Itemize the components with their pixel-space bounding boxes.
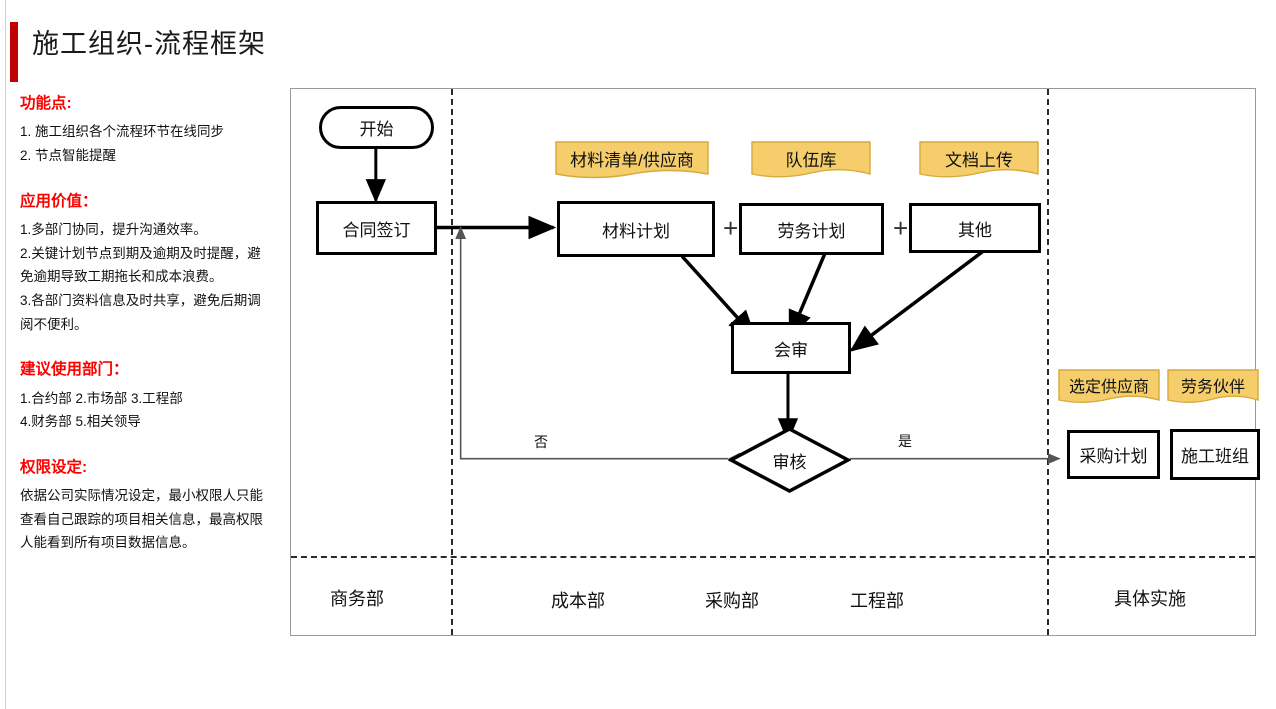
sticky-note-doc-upload[interactable]: 文档上传 xyxy=(919,141,1039,185)
sticky-label: 劳务伙伴 xyxy=(1180,379,1245,396)
sticky-note-material-list[interactable]: 材料清单/供应商 xyxy=(555,141,709,185)
swimlane-divider-1 xyxy=(451,89,453,635)
sticky-note-team-pool[interactable]: 队伍库 xyxy=(751,141,871,185)
node-material-plan[interactable]: 材料计划 xyxy=(557,201,715,257)
note-line: 2. 节点智能提醒 xyxy=(20,148,117,163)
lane-label-cost: 成本部 xyxy=(551,587,605,613)
edge-label-no: 否 xyxy=(534,432,548,452)
note-block-departments: 建议使用部门： 1.合约部 2.市场部 3.工程部 4.财务部 5.相关领导 xyxy=(20,360,282,434)
node-label: 其他 xyxy=(958,220,992,240)
lane-label-text: 工程部 xyxy=(850,591,904,611)
lane-label-engineering: 工程部 xyxy=(850,587,904,613)
node-construction-team[interactable]: 施工班组 xyxy=(1170,429,1260,480)
note-heading: 权限设定: xyxy=(20,458,88,476)
sticky-label: 文档上传 xyxy=(945,151,1013,170)
edge-label-yes: 是 xyxy=(898,431,912,451)
node-audit-decision[interactable]: 审核 xyxy=(728,426,851,494)
operator-plus-1: + xyxy=(723,215,738,241)
sticky-shape xyxy=(919,141,1039,178)
note-line: 4.财务部 5.相关领导 xyxy=(20,414,141,430)
note-block-value: 应用价值： 1.多部门协同，提升沟通效率。 2.关键计划节点到期及逾期及时提醒，… xyxy=(20,192,282,337)
page-left-rule xyxy=(5,0,6,709)
lane-label-purchasing: 采购部 xyxy=(705,587,759,613)
lane-label-business: 商务部 xyxy=(330,585,384,611)
lane-label-implementation: 具体实施 xyxy=(1114,585,1186,611)
note-line: 1.合约部 2.市场部 3.工程部 xyxy=(20,390,183,406)
spacer xyxy=(20,340,282,360)
node-joint-review[interactable]: 会审 xyxy=(731,322,851,374)
sticky-shape xyxy=(1167,369,1259,403)
spacer xyxy=(20,438,282,458)
node-label: 合同签订 xyxy=(342,220,411,240)
diamond-shape xyxy=(728,427,851,493)
note-line: 1. 施工组织各个流程环节在线同步 xyxy=(20,124,225,140)
note-line: 人能看到所有项目数据信息。 xyxy=(20,535,196,551)
node-contract-sign[interactable]: 合同签订 xyxy=(316,201,437,255)
node-label: 会审 xyxy=(774,340,808,360)
operator-symbol: + xyxy=(893,213,909,243)
flowchart-canvas: feedback loop (thin gray) --> 采购计划 (thin… xyxy=(290,88,1260,636)
note-line: 3.各部门资料信息及时共享，避免后期调 xyxy=(20,292,261,308)
node-label: 采购计划 xyxy=(1079,447,1148,466)
lane-label-text: 具体实施 xyxy=(1114,589,1186,609)
sticky-note-labor-partner[interactable]: 劳务伙伴 xyxy=(1167,369,1259,411)
title-accent-bar xyxy=(10,22,18,82)
page-title: 施工组织-流程框架 xyxy=(32,29,266,59)
note-block-features: 功能点: 1. 施工组织各个流程环节在线同步 2. 节点智能提醒 xyxy=(20,94,282,168)
lane-label-text: 采购部 xyxy=(705,591,759,611)
swimlane-bottom-rule xyxy=(291,556,1255,558)
node-label: 开始 xyxy=(359,120,394,139)
sticky-shape xyxy=(555,141,709,179)
sticky-label: 队伍库 xyxy=(785,151,837,170)
note-line: 免逾期导致工期拖长和成本浪费。 xyxy=(20,269,223,285)
sticky-label: 选定供应商 xyxy=(1068,379,1149,396)
node-label: 施工班组 xyxy=(1181,447,1249,466)
lane-label-text: 成本部 xyxy=(551,591,605,611)
node-labor-plan[interactable]: 劳务计划 xyxy=(739,203,884,255)
note-heading: 建议使用部门： xyxy=(20,361,129,379)
note-line: 查看自己跟踪的项目相关信息，最高权限 xyxy=(20,511,263,527)
sticky-shape xyxy=(1058,369,1160,403)
note-heading: 功能点: xyxy=(20,95,72,112)
note-line: 依据公司实际情况设定，最小权限人只能 xyxy=(20,488,263,504)
node-label: 劳务计划 xyxy=(777,221,846,241)
note-line: 1.多部门协同，提升沟通效率。 xyxy=(20,222,207,237)
spacer xyxy=(20,172,282,192)
lane-label-text: 商务部 xyxy=(330,589,384,609)
node-other[interactable]: 其他 xyxy=(909,203,1041,253)
node-label: 材料计划 xyxy=(602,221,670,241)
edge-label-text: 否 xyxy=(534,434,548,450)
operator-plus-2: + xyxy=(893,215,908,241)
edge-label-text: 是 xyxy=(898,433,912,449)
node-purchase-plan[interactable]: 采购计划 xyxy=(1067,430,1160,479)
sticky-label: 材料清单/供应商 xyxy=(570,151,694,170)
sticky-note-selected-supplier[interactable]: 选定供应商 xyxy=(1058,369,1160,411)
operator-symbol: + xyxy=(723,213,739,243)
note-line: 2.关键计划节点到期及逾期及时提醒，避 xyxy=(20,245,261,261)
swimlane-divider-2 xyxy=(1047,89,1049,635)
node-start[interactable]: 开始 xyxy=(319,106,434,149)
sticky-shape xyxy=(751,141,871,178)
note-line: 阅不便利。 xyxy=(20,316,88,332)
note-block-permissions: 权限设定: 依据公司实际情况设定，最小权限人只能 查看自己跟踪的项目相关信息，最… xyxy=(20,458,282,555)
sidebar-notes: 功能点: 1. 施工组织各个流程环节在线同步 2. 节点智能提醒 应用价值： 1… xyxy=(20,94,282,559)
note-heading: 应用价值： xyxy=(20,192,98,210)
